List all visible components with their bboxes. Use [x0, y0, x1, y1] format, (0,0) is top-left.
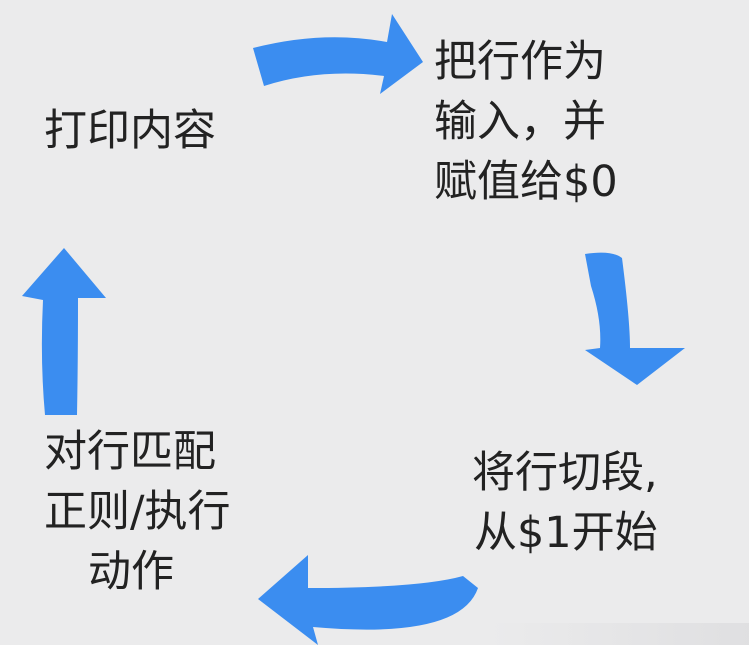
node-match-line-2: 正则/执行: [44, 487, 231, 537]
node-match-line-1: 对行匹配: [44, 427, 216, 477]
node-match-line-3: 动作: [88, 547, 174, 597]
node-split-line-2: 从$1开始: [473, 508, 658, 558]
node-print-line: 打印内容: [44, 106, 216, 156]
node-input-line-2: 输入，并: [434, 97, 606, 147]
node-match-action: 对行匹配 正则/执行 动作: [44, 422, 231, 602]
node-input-assign: 把行作为 输入，并 赋值给$0: [434, 32, 618, 212]
node-split-line-1: 将行切段,: [472, 448, 658, 498]
watermark-fade: [489, 623, 749, 645]
node-split-fields: 将行切段, 从$1开始: [472, 443, 658, 563]
arrow-input-to-split: [585, 252, 685, 385]
node-print-content: 打印内容: [44, 101, 216, 161]
arrow-print-to-input: [253, 14, 423, 94]
arrow-split-to-match: [258, 555, 478, 645]
node-input-line-3: 赋值给$0: [434, 157, 618, 207]
node-input-line-1: 把行作为: [434, 37, 606, 87]
arrow-match-to-print: [22, 248, 106, 415]
